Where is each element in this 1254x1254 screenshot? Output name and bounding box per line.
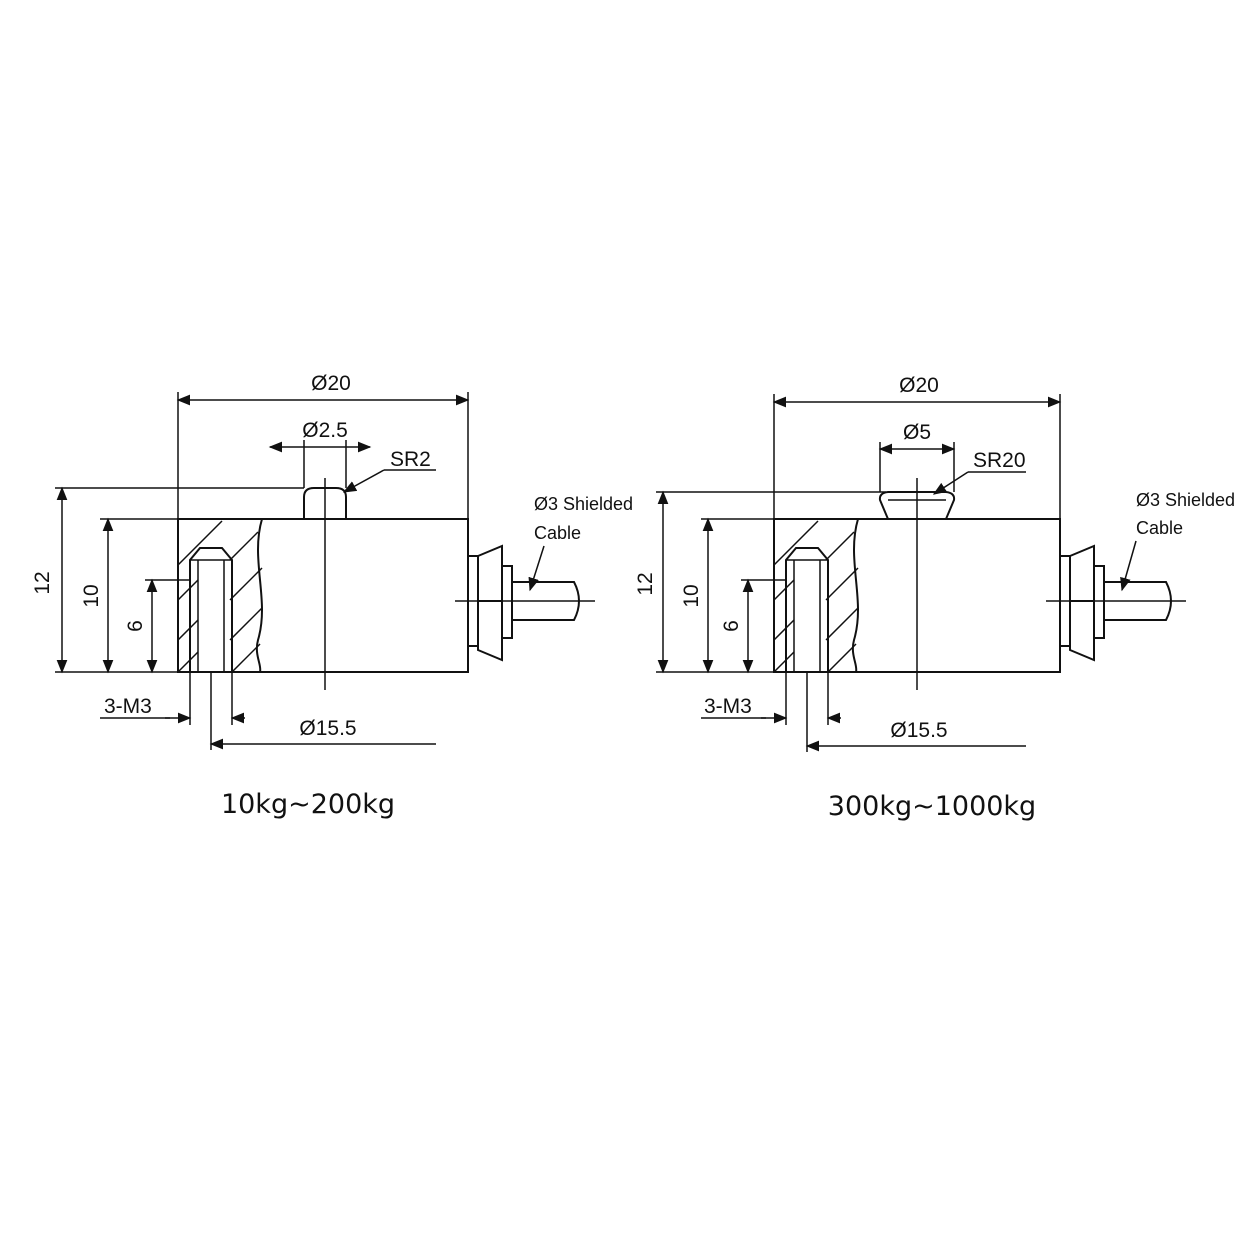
load-cell-drawing-large: Ø20 Ø5 SR20 12 10 6 3-M3 Ø15.5 [634, 374, 1235, 822]
load-cell-body [177, 518, 469, 673]
dim-thread-depth: 6 [720, 620, 743, 632]
dim-pitch-circle: Ø15.5 [890, 719, 947, 742]
dim-outer-diameter: Ø20 [899, 374, 939, 397]
dim-thread-depth: 6 [124, 620, 147, 632]
dim-thread: 3-M3 [704, 695, 752, 718]
dim-outer-diameter: Ø20 [311, 372, 351, 395]
dim-button-diameter: Ø2.5 [302, 419, 348, 442]
cable-label-line2: Cable [1136, 518, 1183, 538]
threaded-hole [785, 547, 829, 672]
dim-sphere-radius: SR20 [973, 449, 1026, 472]
dim-height-total: 12 [31, 571, 54, 594]
dim-thread: 3-M3 [104, 695, 152, 718]
dim-pitch-circle: Ø15.5 [299, 717, 356, 740]
cable-nut [467, 544, 513, 662]
cable-nut [1059, 544, 1105, 662]
section-hatching [773, 520, 859, 673]
dim-height-body: 10 [680, 584, 703, 607]
dim-height-body: 10 [80, 584, 103, 607]
load-cell-drawing-small: Ø20 Ø2.5 SR2 12 10 6 3-M3 Ø15.5 [31, 372, 633, 820]
dim-height-total: 12 [634, 572, 657, 595]
capacity-range: 10kg~200kg [221, 789, 395, 820]
threaded-hole [189, 547, 233, 672]
dim-button-diameter: Ø5 [903, 421, 931, 444]
section-break-line [255, 518, 263, 673]
cable-label-line2: Cable [534, 523, 581, 543]
capacity-range: 300kg~1000kg [828, 791, 1036, 822]
section-hatching [177, 520, 263, 673]
cable-label-line1: Ø3 Shielded [534, 494, 633, 514]
cable-label-line1: Ø3 Shielded [1136, 490, 1235, 510]
dim-sphere-radius: SR2 [390, 448, 431, 471]
